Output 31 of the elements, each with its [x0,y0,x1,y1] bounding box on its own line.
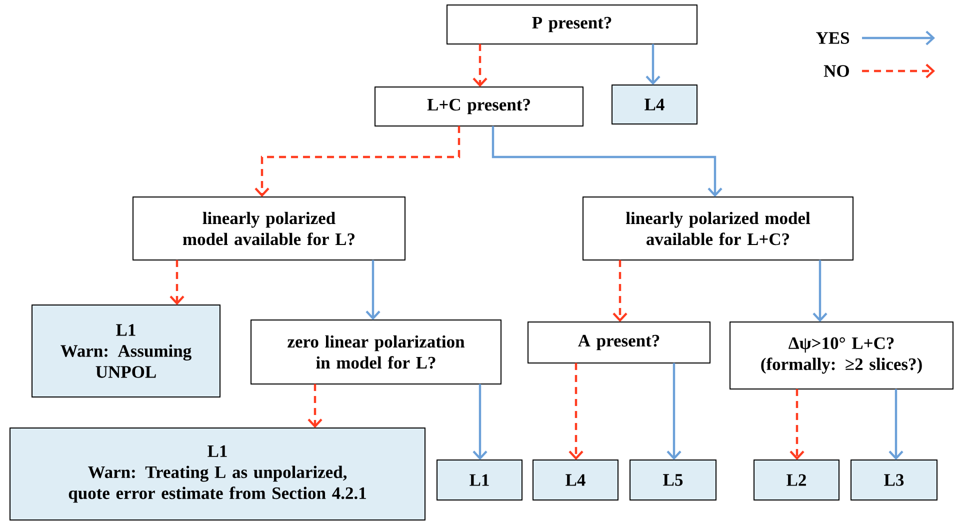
decision-box: A present? [528,322,710,364]
arrow [666,363,682,460]
arrow [612,260,628,322]
decision-box: Δψ>10° L+C? (formally: ≥2 slices?) [730,322,954,390]
result-box: L5 [630,460,716,500]
decision-box: linearly polarized model available for L? [132,196,406,260]
arrow [568,363,584,460]
decision-box: linearly polarized model available for L+C? [582,196,854,260]
arrow [366,260,380,320]
arrow [472,384,488,460]
arrow [812,260,828,322]
legend-label: NO [824,65,849,77]
arrow [472,44,488,87]
result-box: L4 [532,460,618,500]
arrow [492,126,722,197]
arrow [308,384,322,428]
result-box: L1 Warn: Treating L as unpolarized, quote error estimate from Section 4.2.1 [10,428,426,520]
decision-box: P present? [446,4,698,44]
result-box: L1 Warn: Assuming UNPOL [32,304,220,398]
arrow [888,389,904,460]
arrow [254,126,460,197]
result-box: L4 [612,84,698,124]
legend-label: YES [816,32,850,44]
result-box: L2 [754,460,840,500]
arrow [790,389,804,460]
result-box: L1 [436,460,522,500]
decision-box: zero linear polarization in model for L? [250,320,502,384]
decision-box: L+C present? [374,86,584,126]
arrow [170,260,184,305]
result-box: L3 [850,460,938,500]
arrow [646,44,660,85]
